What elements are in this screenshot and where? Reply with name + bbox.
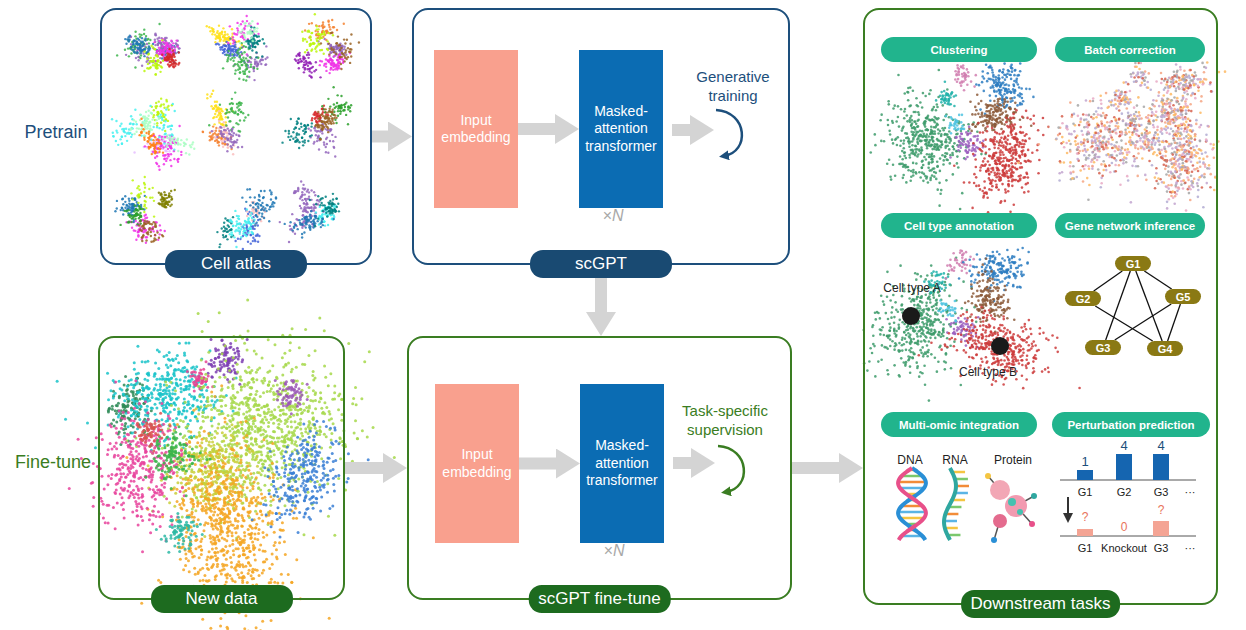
- figure-stage: Cell atlasscGPTGenerative trainingInput …: [0, 0, 1246, 630]
